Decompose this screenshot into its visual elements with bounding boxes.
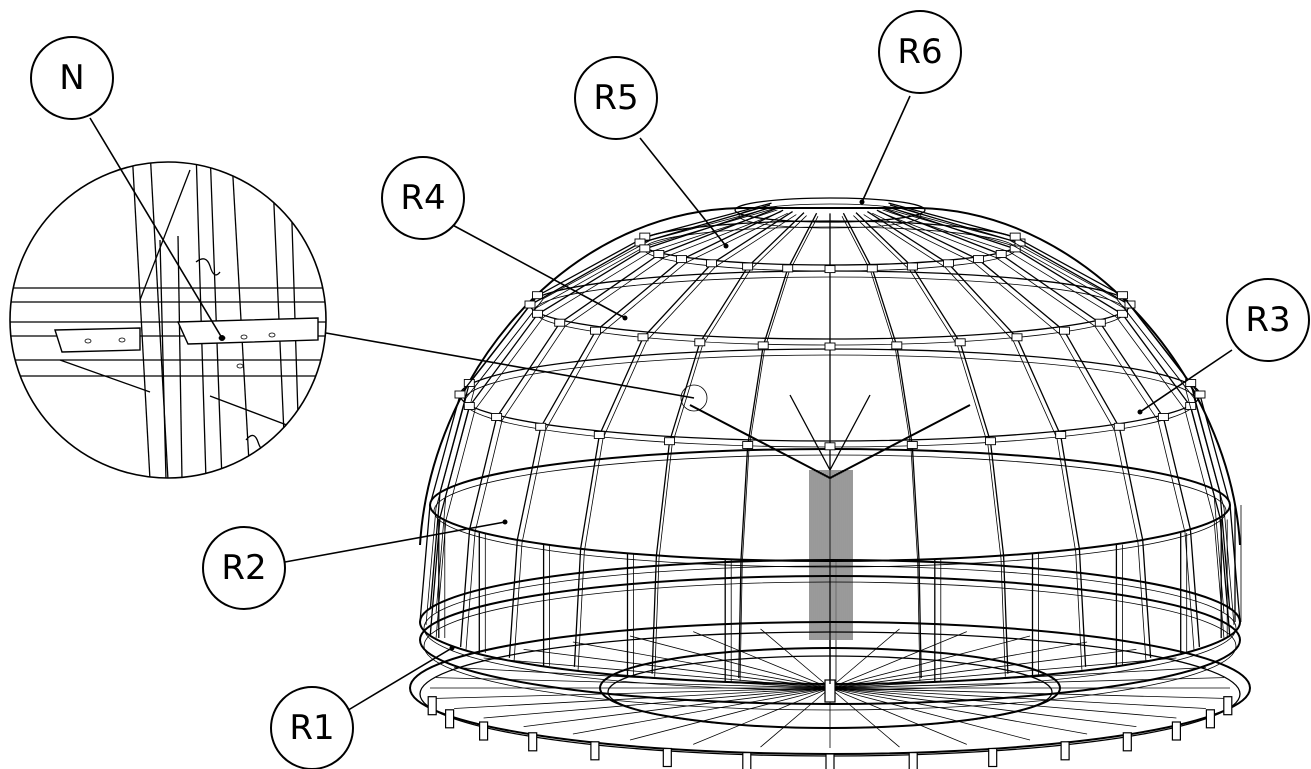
callout-r1: R1 — [270, 686, 354, 769]
callout-r3: R3 — [1226, 278, 1310, 362]
callout-r2: R2 — [202, 526, 286, 610]
callout-r2-label: R2 — [221, 548, 266, 588]
callout-r3-label: R3 — [1245, 300, 1290, 340]
callout-r4: R4 — [381, 156, 465, 240]
leader-r2 — [284, 521, 506, 563]
leader-lines — [89, 95, 1233, 713]
callout-r5-label: R5 — [593, 78, 638, 118]
leader-r1 — [344, 647, 453, 713]
leader-r5 — [639, 137, 727, 247]
callout-n-label: N — [59, 58, 84, 98]
detail-magnifier — [9, 161, 327, 479]
dome-structure — [409, 197, 1251, 769]
leader-n — [89, 117, 223, 339]
callout-r1-label: R1 — [289, 708, 334, 748]
callout-r6-label: R6 — [897, 32, 942, 72]
detail-magnifier-content — [10, 162, 326, 478]
callout-n: N — [30, 36, 114, 120]
callout-r5: R5 — [574, 56, 658, 140]
leader-r6 — [861, 95, 911, 203]
callout-r6: R6 — [878, 10, 962, 94]
callout-r4-label: R4 — [400, 178, 445, 218]
leader-magnifier — [325, 332, 695, 399]
leader-r4 — [446, 221, 626, 319]
leader-r3 — [1139, 349, 1233, 413]
